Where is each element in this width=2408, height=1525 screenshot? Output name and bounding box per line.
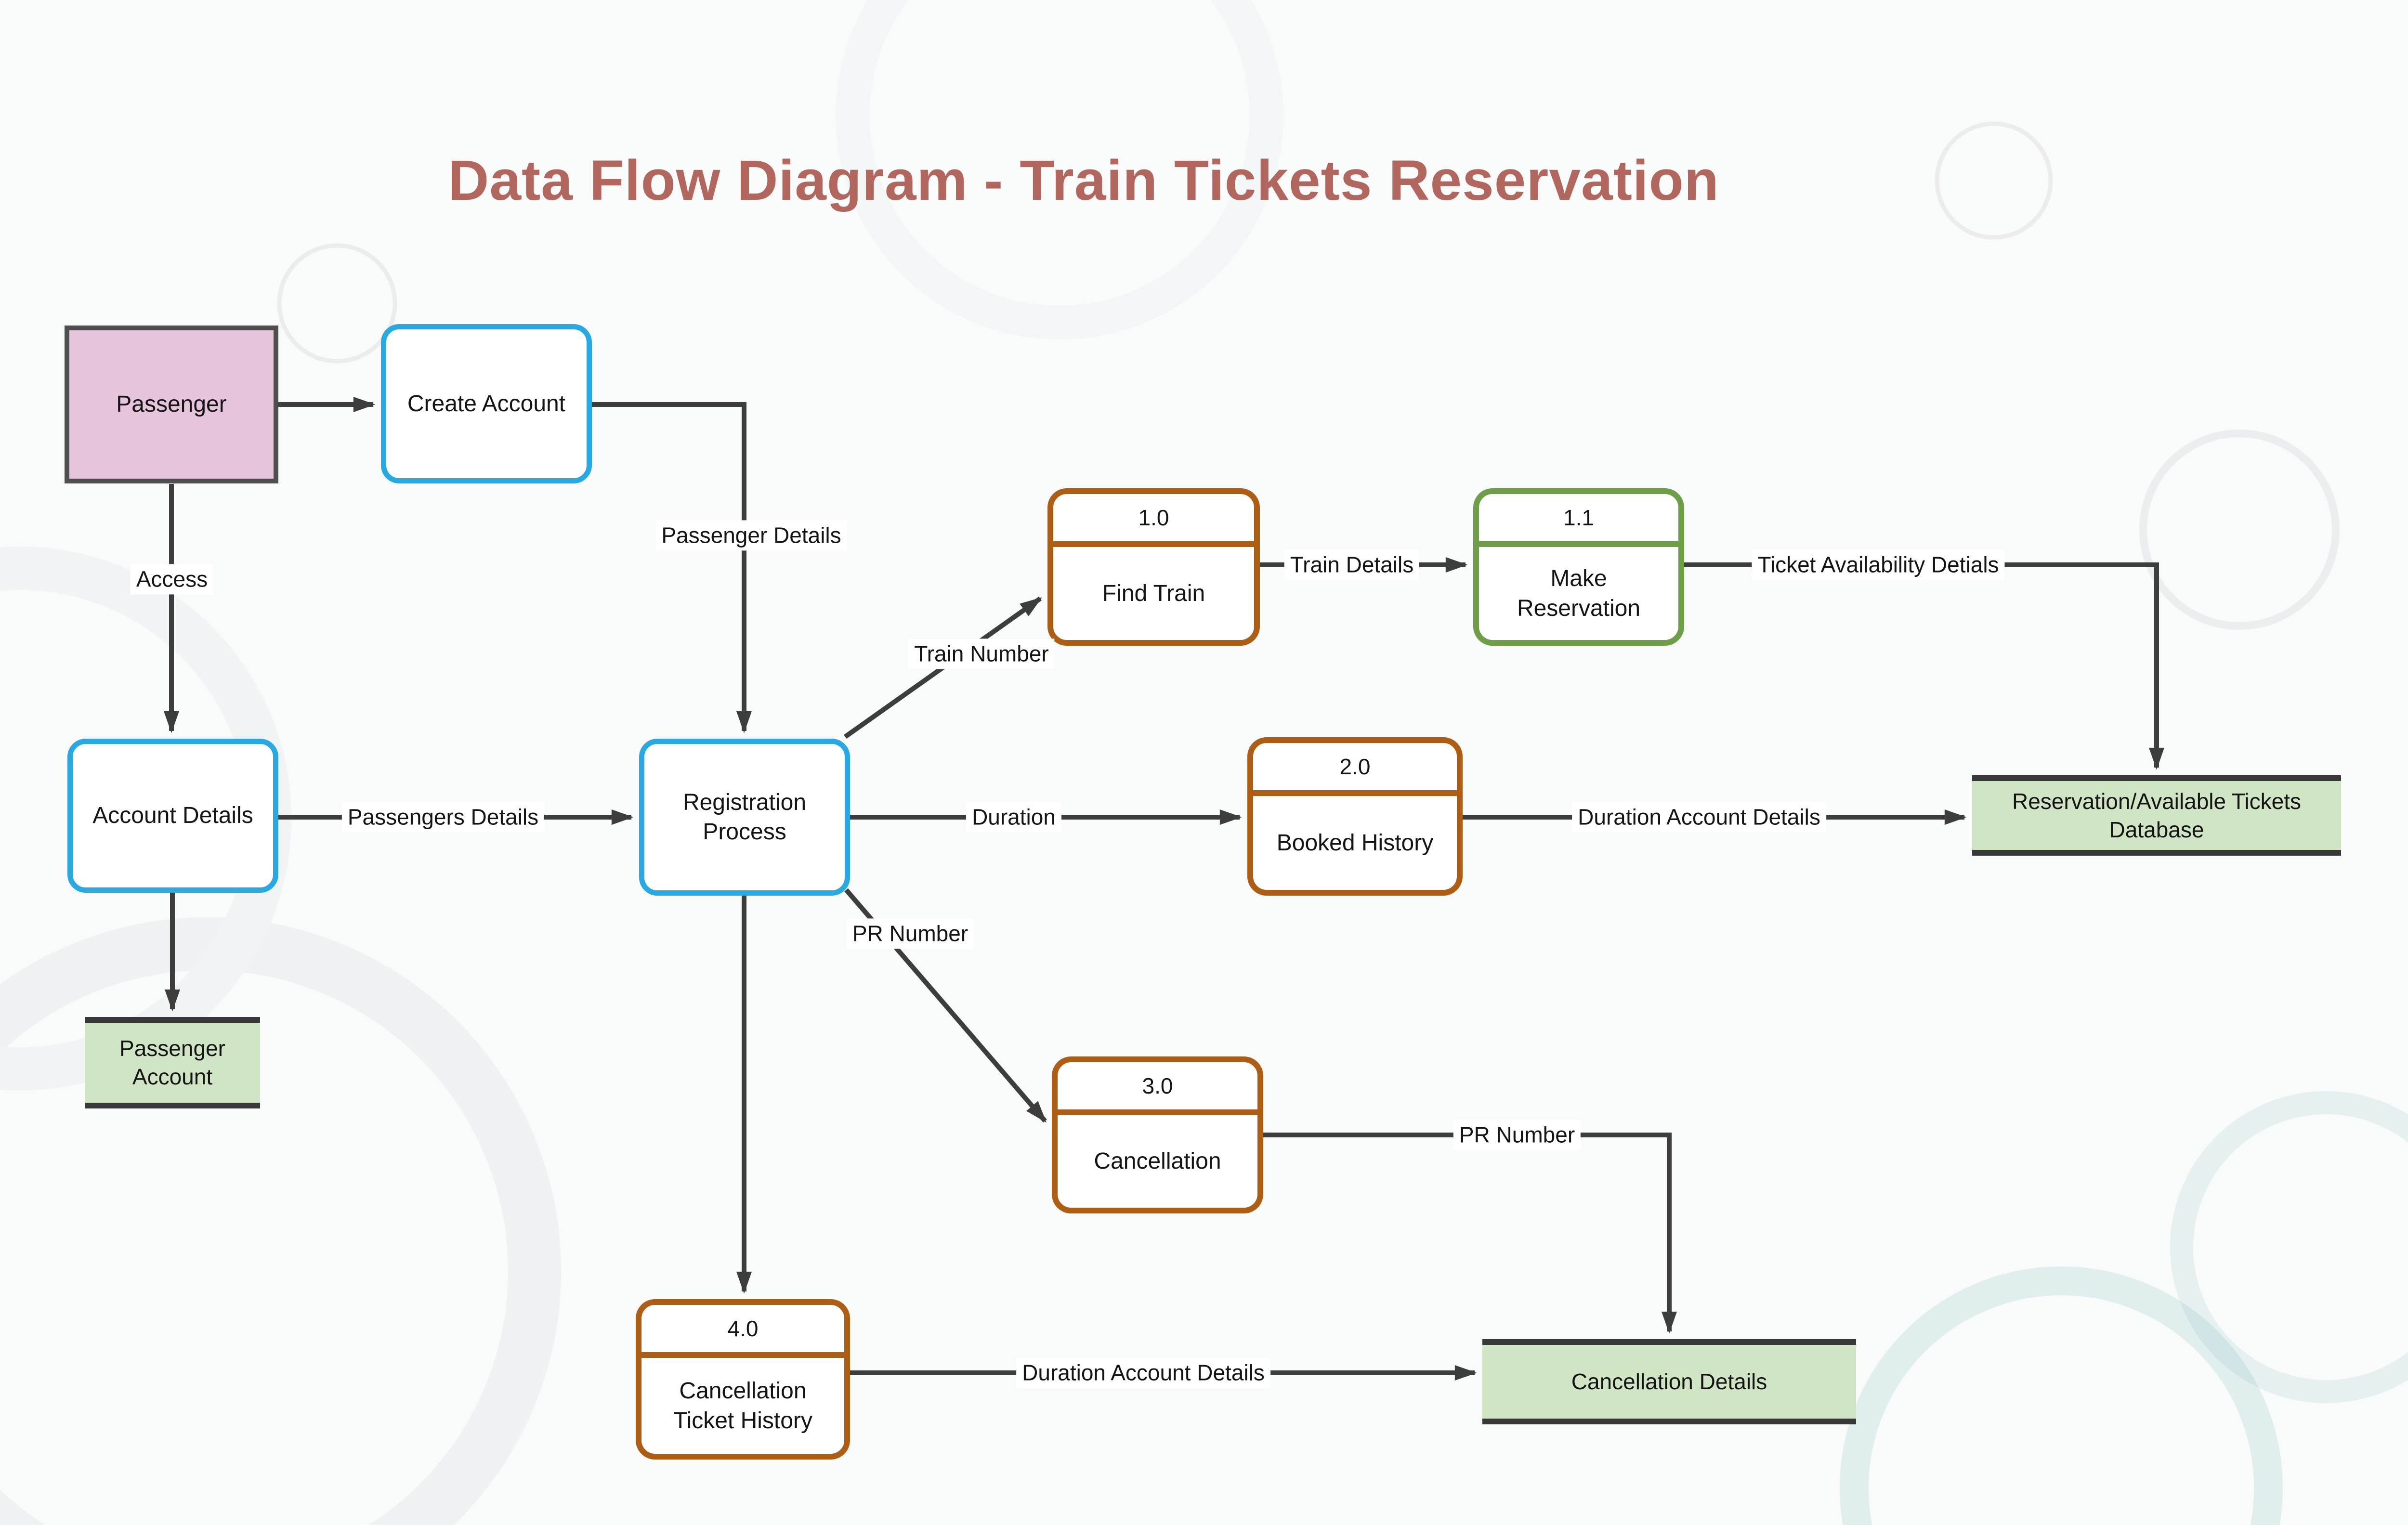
node-cancellation-details-label: Cancellation Details bbox=[1571, 1369, 1767, 1395]
edge-create-account-to-registration bbox=[592, 402, 752, 733]
node-find-train-label: Find Train bbox=[1102, 580, 1205, 606]
node-cancellation-ticket-history-label: Cancellation Ticket History bbox=[673, 1378, 812, 1434]
node-cancellation-details: Cancellation Details bbox=[1482, 1339, 1856, 1424]
node-reservation-database: Reservation/Available Tickets Database bbox=[1972, 775, 2341, 856]
edge-label-duration-account-details-bottom: Duration Account Details bbox=[1016, 1357, 1270, 1388]
edge-label-access: Access bbox=[130, 564, 214, 595]
node-passenger-account: Passenger Account bbox=[85, 1017, 260, 1108]
edge-label-train-details: Train Details bbox=[1284, 549, 1420, 580]
edge-label-pr-number-right: PR Number bbox=[1453, 1120, 1581, 1150]
node-account-details-label: Account Details bbox=[92, 803, 253, 829]
decor-circle bbox=[277, 243, 397, 364]
node-passenger: Passenger bbox=[65, 326, 278, 483]
node-reservation-database-label: Reservation/Available Tickets Database bbox=[2012, 788, 2301, 842]
edge-label-pr-number-left: PR Number bbox=[846, 918, 974, 949]
node-create-account-label: Create Account bbox=[407, 391, 566, 417]
node-cancellation: 3.0 Cancellation bbox=[1052, 1056, 1263, 1213]
node-registration-process: Registration Process bbox=[639, 739, 850, 896]
node-cancellation-ticket-history: 4.0 Cancellation Ticket History bbox=[636, 1299, 850, 1460]
node-make-reservation: 1.1 Make Reservation bbox=[1473, 488, 1684, 646]
node-booked-history-label: Booked History bbox=[1276, 830, 1434, 856]
node-create-account: Create Account bbox=[381, 324, 592, 483]
node-account-details: Account Details bbox=[67, 739, 278, 893]
page-title: Data Flow Diagram - Train Tickets Reserv… bbox=[448, 149, 1719, 212]
edge-label-ticket-availability: Ticket Availability Detials bbox=[1752, 549, 2005, 580]
node-registration-process-label: Registration Process bbox=[682, 789, 807, 845]
node-make-reservation-number: 1.1 bbox=[1479, 494, 1678, 547]
node-passenger-label: Passenger bbox=[116, 391, 227, 417]
node-cancellation-ticket-history-number: 4.0 bbox=[641, 1305, 844, 1358]
edge-label-train-number: Train Number bbox=[908, 639, 1055, 669]
edge-cancellation-to-cancellation-details bbox=[1263, 1133, 1677, 1334]
decor-circle bbox=[2170, 1091, 2408, 1403]
node-cancellation-number: 3.0 bbox=[1058, 1062, 1257, 1115]
edge-label-duration-account-details-top: Duration Account Details bbox=[1572, 802, 1826, 833]
edge-make-reservation-to-database bbox=[1684, 562, 2165, 770]
node-passenger-account-label: Passenger Account bbox=[119, 1036, 225, 1089]
decor-circle bbox=[0, 917, 561, 1525]
decor-circle bbox=[2139, 430, 2340, 630]
node-make-reservation-label: Make Reservation bbox=[1517, 566, 1641, 621]
edge-label-passenger-details: Passenger Details bbox=[655, 520, 847, 551]
edge-label-duration: Duration bbox=[966, 802, 1061, 833]
node-find-train: 1.0 Find Train bbox=[1047, 488, 1260, 646]
decor-circle bbox=[1935, 121, 2053, 240]
edge-label-passengers-details: Passengers Details bbox=[341, 802, 545, 833]
node-find-train-number: 1.0 bbox=[1053, 494, 1254, 547]
node-booked-history: 2.0 Booked History bbox=[1247, 737, 1463, 896]
node-cancellation-label: Cancellation bbox=[1094, 1148, 1221, 1174]
node-booked-history-number: 2.0 bbox=[1253, 743, 1457, 796]
decor-circle bbox=[1840, 1266, 2283, 1525]
